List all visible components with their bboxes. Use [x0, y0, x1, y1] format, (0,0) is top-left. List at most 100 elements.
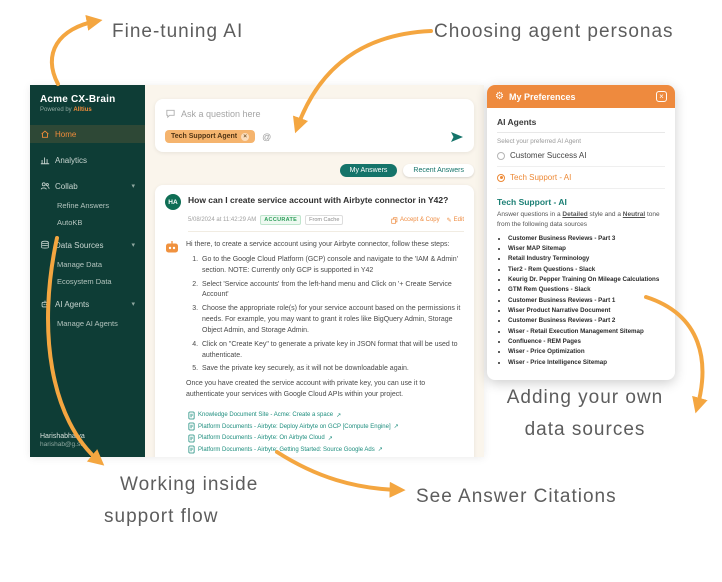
annotation-choosing-personas: Choosing agent personas: [434, 21, 674, 42]
chip-remove-icon[interactable]: ×: [241, 132, 250, 141]
agent-option-label: Customer Success AI: [510, 151, 587, 160]
sidebar-item-data-sources[interactable]: Data Sources ▾: [30, 236, 145, 254]
answer-intro: Hi there, to create a service account us…: [186, 241, 450, 248]
sidebar-item-manage-ai-agents[interactable]: Manage AI Agents: [30, 316, 145, 331]
citation-link[interactable]: Knowledge Document Site - Acme: Create a…: [188, 411, 464, 420]
answer-actions: Accept & Copy ✎ Edit: [391, 216, 464, 224]
sidebar-nav: Home Analytics Collab ▾ Refine Answe: [30, 125, 145, 331]
external-link-icon: ↗: [336, 412, 342, 419]
description-text: style and a: [587, 211, 623, 218]
description-text: Answer questions in a: [497, 211, 563, 218]
mention-icon[interactable]: @: [262, 131, 272, 142]
citation-text: Platform Documents - Airbyte: Getting St…: [198, 446, 375, 453]
tab-recent-answers[interactable]: Recent Answers: [403, 164, 474, 177]
data-source-item: Wiser - Retail Execution Management Site…: [508, 328, 665, 336]
citation-text: Knowledge Document Site - Acme: Create a…: [198, 412, 334, 419]
home-icon: [40, 129, 50, 139]
external-link-icon: ↗: [393, 424, 399, 431]
chevron-down-icon: ▾: [131, 183, 135, 190]
powered-by: Powered by Alltius: [40, 107, 135, 113]
analytics-icon: [40, 155, 50, 165]
data-source-item: GTM Rem Questions - Slack: [508, 286, 665, 294]
sidebar-item-analytics[interactable]: Analytics: [30, 151, 145, 169]
document-icon: [188, 445, 195, 454]
annotation-line: support flow: [104, 506, 219, 527]
edit-icon: ✎: [446, 217, 452, 224]
data-source-item: Customer Business Reviews - Part 1: [508, 297, 665, 305]
powered-by-brand: Alltius: [73, 107, 92, 113]
answer-card: HA How can I create service account with…: [155, 185, 474, 457]
data-source-item: Wiser - Price Optimization: [508, 348, 665, 356]
data-source-item: Wiser MAP Sitemap: [508, 245, 665, 253]
copy-icon: [391, 216, 398, 224]
agent-option-tech-support[interactable]: Tech Support - AI: [497, 167, 665, 189]
radio-unselected-icon[interactable]: [497, 151, 505, 160]
agent-option-label: Tech Support - AI: [510, 173, 572, 182]
agent-chip-label: Tech Support Agent: [171, 133, 238, 140]
answer-step: Click on "Create Key" to generate a priv…: [200, 340, 464, 362]
sidebar-item-manage-data[interactable]: Manage Data: [30, 257, 145, 272]
robot-icon: [40, 299, 50, 309]
preferences-panel: ⚙ My Preferences × AI Agents Select your…: [487, 85, 675, 380]
accept-copy-label: Accept & Copy: [399, 217, 440, 223]
answer-step: Select 'Service accounts' from the left-…: [200, 280, 464, 302]
preferences-title: My Preferences: [508, 91, 576, 102]
citation-link[interactable]: Platform Documents - Airbyte: Deploy Air…: [188, 422, 464, 431]
sidebar-item-ecosystem-data[interactable]: Ecosystem Data: [30, 274, 145, 289]
agent-option-customer-success[interactable]: Customer Success AI: [497, 145, 665, 167]
citation-link[interactable]: Platform Documents - Airbyte: Getting St…: [188, 445, 464, 454]
close-icon[interactable]: ×: [656, 91, 667, 102]
document-icon: [188, 434, 195, 443]
answer-step: Choose the appropriate role(s) for your …: [200, 304, 464, 337]
sidebar-item-label: Collab: [55, 181, 78, 191]
description-tone: Neutral: [622, 211, 646, 218]
sidebar-item-collab[interactable]: Collab ▾: [30, 177, 145, 195]
external-link-icon: ↗: [327, 435, 333, 442]
citation-link[interactable]: Platform Documents - Airbyte: On Airbyte…: [188, 434, 464, 443]
edit-button[interactable]: ✎ Edit: [447, 217, 464, 224]
answer-step: Go to the Google Cloud Platform (GCP) co…: [200, 255, 464, 277]
question-input[interactable]: [181, 108, 381, 119]
accept-copy-button[interactable]: Accept & Copy: [391, 216, 440, 224]
powered-by-label: Powered by: [40, 107, 72, 113]
question-title: How can I create service account with Ai…: [188, 195, 449, 205]
people-icon: [40, 181, 50, 191]
app-window: Acme CX-Brain Powered by Alltius Home: [30, 85, 484, 457]
annotation-line: data sources: [524, 419, 646, 440]
selected-agent-title: Tech Support - AI: [497, 197, 567, 207]
data-source-item: Confluence - REM Pages: [508, 338, 665, 346]
document-icon: [188, 422, 195, 431]
answer-timestamp: 5/08/2024 at 11:42:29 AM: [188, 217, 257, 223]
chevron-down-icon: ▾: [131, 301, 135, 308]
annotation-working-support-flow: Working inside support flow: [104, 469, 258, 533]
data-source-item: Retail Industry Terminology: [508, 255, 665, 263]
tab-my-answers[interactable]: My Answers: [339, 164, 398, 177]
answers-tabs: My Answers Recent Answers: [155, 164, 474, 177]
data-source-item: Wiser - Price Intelligence Sitemap: [508, 359, 665, 367]
sidebar-item-autokb[interactable]: AutoKB: [30, 215, 145, 230]
database-icon: [40, 240, 50, 250]
sidebar: Acme CX-Brain Powered by Alltius Home: [30, 85, 145, 457]
annotation-adding-data-sources: Adding your own data sources: [462, 382, 708, 446]
agent-chip[interactable]: Tech Support Agent ×: [165, 130, 256, 143]
user-avatar: HA: [165, 194, 181, 210]
chevron-down-icon: ▾: [131, 242, 135, 249]
radio-selected-icon[interactable]: [497, 173, 505, 182]
sidebar-item-ai-agents[interactable]: AI Agents ▾: [30, 295, 145, 313]
ask-question-card: Tech Support Agent × @: [155, 99, 474, 152]
preferences-header: ⚙ My Preferences ×: [487, 85, 675, 108]
gear-icon: ⚙: [495, 90, 504, 102]
annotation-see-citations: See Answer Citations: [416, 486, 617, 507]
sidebar-item-home[interactable]: Home: [30, 125, 145, 143]
main-content: Tech Support Agent × @ My Answers Recent…: [145, 85, 484, 457]
answer-body: Hi there, to create a service account us…: [186, 240, 464, 405]
data-sources-list: Customer Business Reviews - Part 3 Wiser…: [497, 235, 665, 367]
sidebar-item-label: Home: [55, 129, 77, 139]
ai-agents-subtitle: Select your preferred AI Agent: [497, 138, 582, 145]
citation-text: Platform Documents - Airbyte: On Airbyte…: [198, 435, 325, 442]
answer-steps: Go to the Google Cloud Platform (GCP) co…: [186, 255, 464, 375]
sidebar-item-refine-answers[interactable]: Refine Answers: [30, 198, 145, 213]
send-icon[interactable]: [450, 131, 464, 143]
sidebar-item-label: Manage AI Agents: [57, 319, 118, 328]
